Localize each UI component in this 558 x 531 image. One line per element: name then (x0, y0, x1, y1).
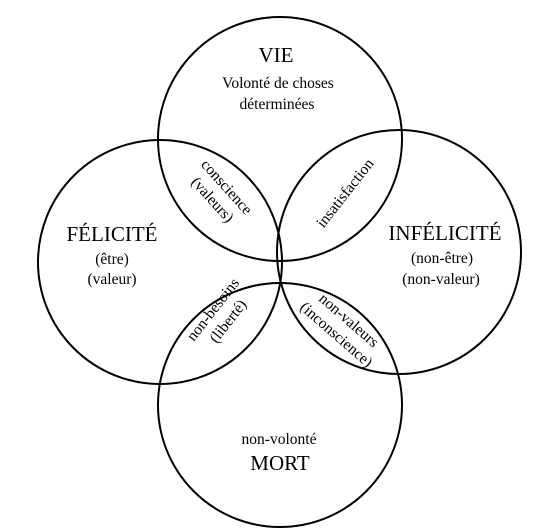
label-infelicite-title: INFÉLICITÉ (388, 221, 501, 245)
label-felicite-line1: (être) (95, 251, 129, 268)
label-mort-title: MORT (250, 451, 310, 475)
overlap-top-left: conscience (valeurs) (187, 156, 255, 226)
label-infelicite-line1: (non-être) (411, 250, 473, 267)
label-infelicite-line2: (non-valeur) (402, 271, 479, 288)
label-felicite-line2: (valeur) (87, 271, 136, 288)
circle-mort (157, 282, 403, 528)
label-vie-title: VIE (259, 43, 294, 67)
circle-vie (157, 16, 403, 262)
overlap-top-right-line1: insatisfaction (313, 155, 377, 231)
label-mort-line1: non-volonté (242, 431, 317, 448)
label-felicite-title: FÉLICITÉ (67, 222, 158, 246)
label-vie-line2: déterminées (240, 96, 315, 113)
circle-felicite (37, 139, 283, 385)
label-vie-line1: Volonté de choses (222, 75, 334, 92)
overlap-top-right: insatisfaction (313, 155, 377, 231)
